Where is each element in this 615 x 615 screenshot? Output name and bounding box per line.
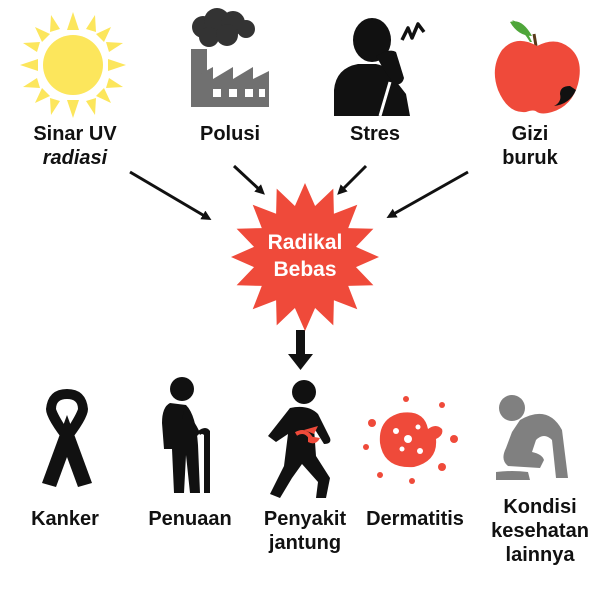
heart-pain-person-icon <box>268 380 331 498</box>
effect-label-cancer: Kanker <box>31 508 99 530</box>
arrow-down <box>288 330 313 370</box>
elderly-person-cane-icon <box>162 377 210 493</box>
cancer-ribbon-icon <box>42 389 92 487</box>
arrow-uv <box>129 170 212 221</box>
sun-icon <box>20 12 126 118</box>
skin-cell-icon <box>363 396 458 484</box>
sitting-person-icon <box>496 395 568 480</box>
effect-label-dermatitis: Dermatitis <box>366 508 464 530</box>
arrow-nutrition <box>386 170 469 218</box>
stressed-person-icon <box>334 18 426 117</box>
arrow-stress <box>337 164 368 195</box>
cause-label-stress: Stres <box>349 123 401 145</box>
factory-smoke-icon <box>191 8 269 107</box>
arrow-pollution <box>232 164 265 195</box>
effect-label-aging: Penuaan <box>148 508 232 530</box>
free-radical-burst <box>231 183 379 331</box>
rotten-apple-icon <box>494 20 580 114</box>
cause-label-pollution: Polusi <box>199 123 260 145</box>
